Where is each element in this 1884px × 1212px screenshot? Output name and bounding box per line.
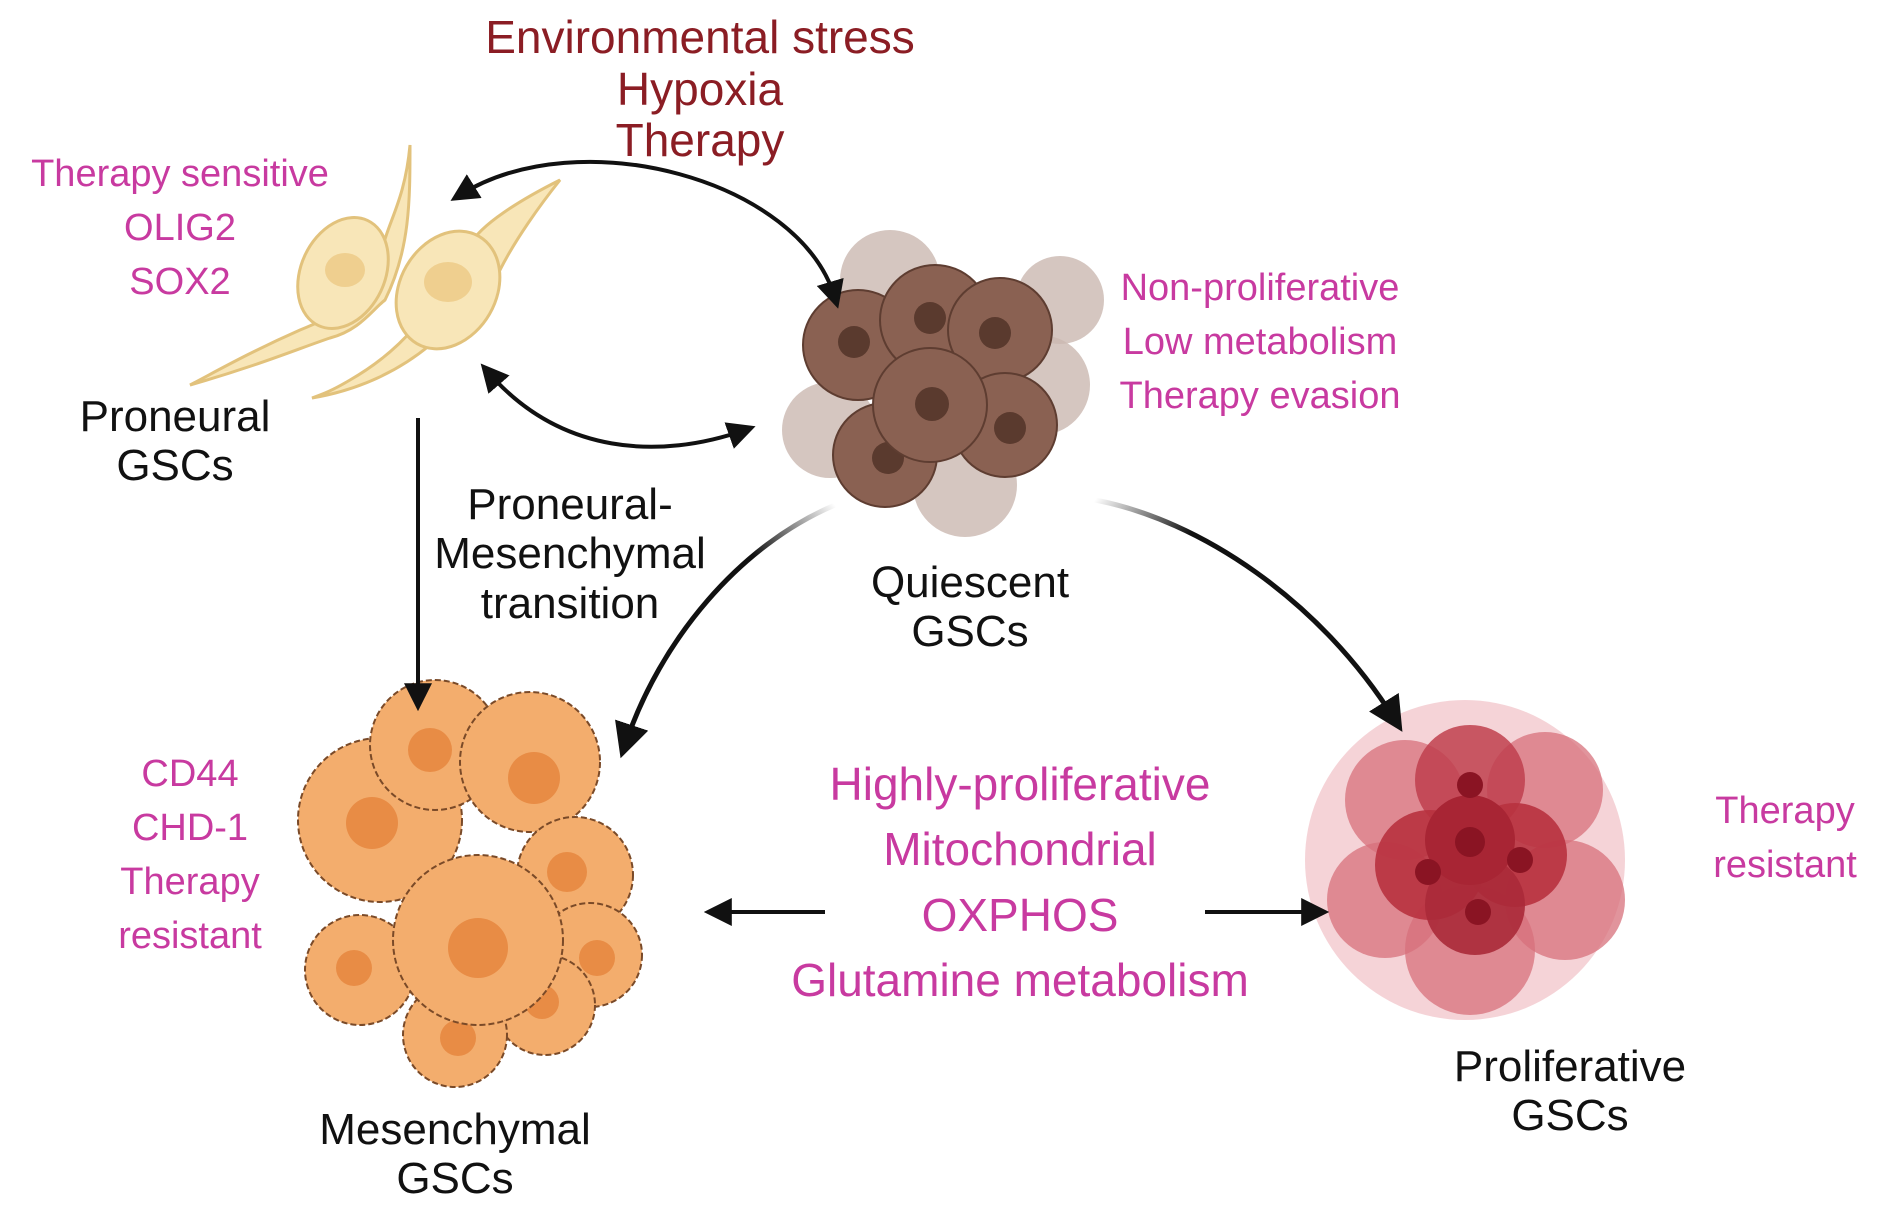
quiescent-trait: Non-proliferative [1120, 267, 1400, 309]
mesenchymal-trait: CHD-1 [131, 806, 249, 849]
proneural-trait: Therapy sensitive [31, 153, 329, 195]
mesenchymal-label: Mesenchymal GSCs [319, 1105, 591, 1204]
proneural-traits: Therapy sensitive OLIG2 SOX2 [10, 148, 350, 310]
stressor-hypoxia: Hypoxia [616, 62, 784, 115]
proliferative-traits: Therapy resistant [1690, 785, 1880, 893]
arrow-quiescent-to-proneural [450, 159, 844, 309]
quiescent-trait: Therapy evasion [1119, 374, 1401, 417]
mesenchymal-traits: CD44 CHD-1 Therapy resistant [90, 748, 290, 964]
proneural-label: Proneural GSCs [79, 392, 271, 491]
arrow-proneural-quiescent-bidirectional [480, 363, 756, 449]
transition-label: Proneural- Mesenchymal transition [434, 480, 706, 628]
quiescent-trait: Low metabolism [1122, 320, 1398, 363]
quiescent-cells-icon [782, 230, 1104, 537]
arrow-quiescent-to-mesenchymal [615, 502, 836, 759]
proliferative-trait: Therapy [1715, 790, 1855, 832]
stressor-environmental: Environmental stress [485, 11, 915, 63]
arrow-quiescent-to-proliferative [1094, 497, 1403, 732]
proneural-trait: SOX2 [129, 260, 231, 303]
mesenchymal-cells-icon [297, 679, 643, 1088]
shared-trait: OXPHOS [921, 888, 1119, 941]
stressor-therapy: Therapy [615, 114, 785, 167]
mesenchymal-trait: resistant [118, 914, 262, 957]
shared-trait: Mitochondrial [883, 823, 1157, 876]
mesenchymal-trait: Therapy [120, 860, 260, 903]
proliferative-cells-icon [1305, 700, 1625, 1020]
proliferative-trait: resistant [1713, 843, 1857, 886]
proneural-trait: OLIG2 [124, 206, 236, 249]
proliferative-label: Proliferative GSCs [1453, 1042, 1687, 1141]
quiescent-label: Quiescent GSCs [870, 558, 1070, 657]
shared-traits: Highly-proliferative Mitochondrial OXPHO… [760, 752, 1280, 1013]
quiescent-traits: Non-proliferative Low metabolism Therapy… [1100, 262, 1420, 424]
stressor-labels: Environmental stress Hypoxia Therapy [460, 11, 940, 167]
mesenchymal-trait: CD44 [141, 753, 239, 795]
shared-trait: Glutamine metabolism [791, 953, 1249, 1006]
shared-trait: Highly-proliferative [829, 758, 1211, 810]
